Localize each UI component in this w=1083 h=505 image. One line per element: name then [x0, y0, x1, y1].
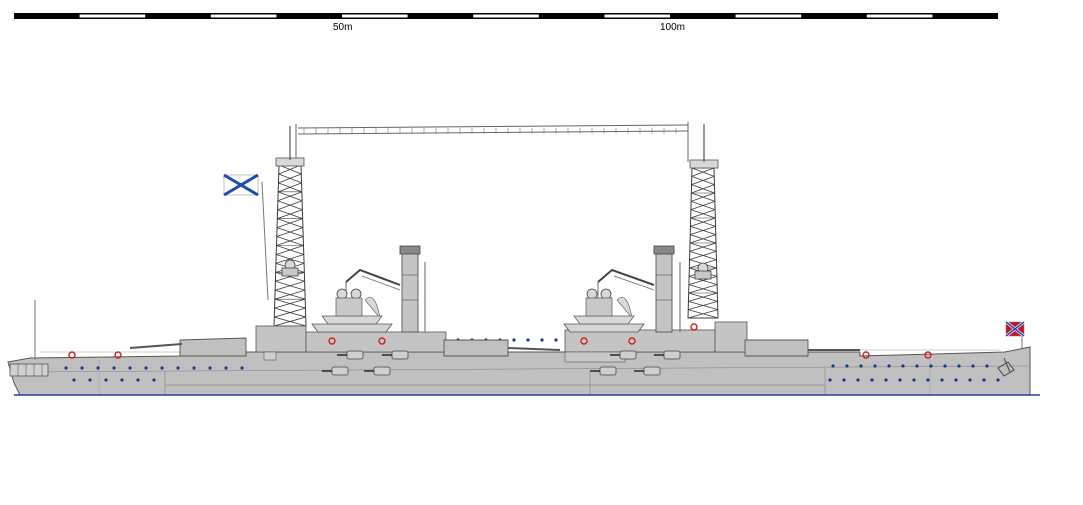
- turret-fore: [744, 339, 860, 357]
- casemate-gun: [663, 350, 681, 360]
- turret-mid-fore: [564, 351, 626, 363]
- bow-jack-flag: [1005, 320, 1025, 348]
- fore-funnel: [653, 245, 681, 333]
- fore-lattice-mast: [687, 124, 719, 319]
- porthole: [873, 364, 877, 368]
- porthole: [526, 338, 530, 342]
- porthole: [985, 364, 989, 368]
- hull: [7, 346, 1040, 396]
- porthole: [88, 378, 92, 382]
- porthole: [80, 366, 84, 370]
- porthole: [72, 378, 76, 382]
- porthole: [954, 378, 958, 382]
- anchor-icon: [997, 357, 1015, 377]
- porthole: [856, 378, 860, 382]
- aft-superstructure: [255, 325, 447, 361]
- casemate-gun: [643, 366, 661, 376]
- porthole: [996, 378, 1000, 382]
- scale-label-50m: 50m: [333, 22, 352, 33]
- porthole: [968, 378, 972, 382]
- porthole: [940, 378, 944, 382]
- porthole: [898, 378, 902, 382]
- fore-boat-deck: [563, 288, 645, 333]
- casemate-gun: [346, 350, 364, 360]
- lifebuoys: [68, 323, 932, 359]
- porthole: [152, 378, 156, 382]
- st-andrew-ensign-flag: [223, 173, 269, 301]
- casemate-gun: [619, 350, 637, 360]
- porthole: [120, 378, 124, 382]
- porthole: [160, 366, 164, 370]
- aerial-wire: [295, 122, 689, 162]
- porthole: [208, 366, 212, 370]
- casemate-gun: [331, 366, 349, 376]
- scale-segment: [210, 14, 277, 18]
- porthole: [845, 364, 849, 368]
- aft-boat-deck: [311, 288, 393, 333]
- porthole: [128, 366, 132, 370]
- aft-lattice-mast: [273, 126, 307, 327]
- porthole: [828, 378, 832, 382]
- porthole: [901, 364, 905, 368]
- scale-segment: [79, 14, 146, 18]
- scale-segment: [866, 14, 933, 18]
- lifebuoy-icon: [328, 337, 336, 345]
- casemate-gun: [373, 366, 391, 376]
- porthole: [112, 366, 116, 370]
- lifebuoy-icon: [690, 323, 698, 331]
- porthole: [104, 378, 108, 382]
- turret-aft: [129, 337, 247, 357]
- scale-segments: [79, 14, 933, 18]
- porthole: [96, 366, 100, 370]
- lifebuoy-icon: [628, 337, 636, 345]
- lifebuoy-icon: [114, 351, 122, 359]
- scale-segment: [604, 14, 670, 18]
- porthole: [144, 366, 148, 370]
- porthole: [982, 378, 986, 382]
- casemate-gun: [391, 350, 409, 360]
- fore-boat-crane: [597, 268, 655, 320]
- fore-superstructure: [564, 321, 748, 353]
- scale-segment: [473, 14, 539, 18]
- porthole: [887, 364, 891, 368]
- porthole: [912, 378, 916, 382]
- scale-segment: [342, 14, 408, 18]
- aft-funnel: [399, 245, 426, 333]
- scale-segment: [735, 14, 802, 18]
- porthole: [859, 364, 863, 368]
- porthole: [512, 338, 516, 342]
- stern-gallery: [9, 300, 49, 377]
- porthole: [842, 378, 846, 382]
- casemate-gun: [599, 366, 617, 376]
- porthole: [884, 378, 888, 382]
- porthole: [831, 364, 835, 368]
- porthole: [915, 364, 919, 368]
- porthole: [957, 364, 961, 368]
- casemate-guns: [322, 350, 681, 376]
- porthole: [64, 366, 68, 370]
- porthole: [240, 366, 244, 370]
- turret-mid-aft: [443, 339, 561, 357]
- porthole: [540, 338, 544, 342]
- porthole: [176, 366, 180, 370]
- lifebuoy-icon: [580, 337, 588, 345]
- porthole: [224, 366, 228, 370]
- porthole: [943, 364, 947, 368]
- scale-label-100m: 100m: [660, 22, 685, 33]
- porthole: [971, 364, 975, 368]
- porthole: [926, 378, 930, 382]
- porthole: [554, 338, 558, 342]
- porthole: [870, 378, 874, 382]
- porthole: [929, 364, 933, 368]
- porthole: [192, 366, 196, 370]
- porthole: [136, 378, 140, 382]
- lifebuoy-icon: [924, 351, 932, 359]
- lifebuoy-icon: [378, 337, 386, 345]
- lifebuoy-icon: [862, 351, 870, 359]
- lifebuoy-icon: [68, 351, 76, 359]
- scale-bar: 50m 100m: [14, 13, 998, 33]
- aft-boat-crane: [345, 268, 401, 320]
